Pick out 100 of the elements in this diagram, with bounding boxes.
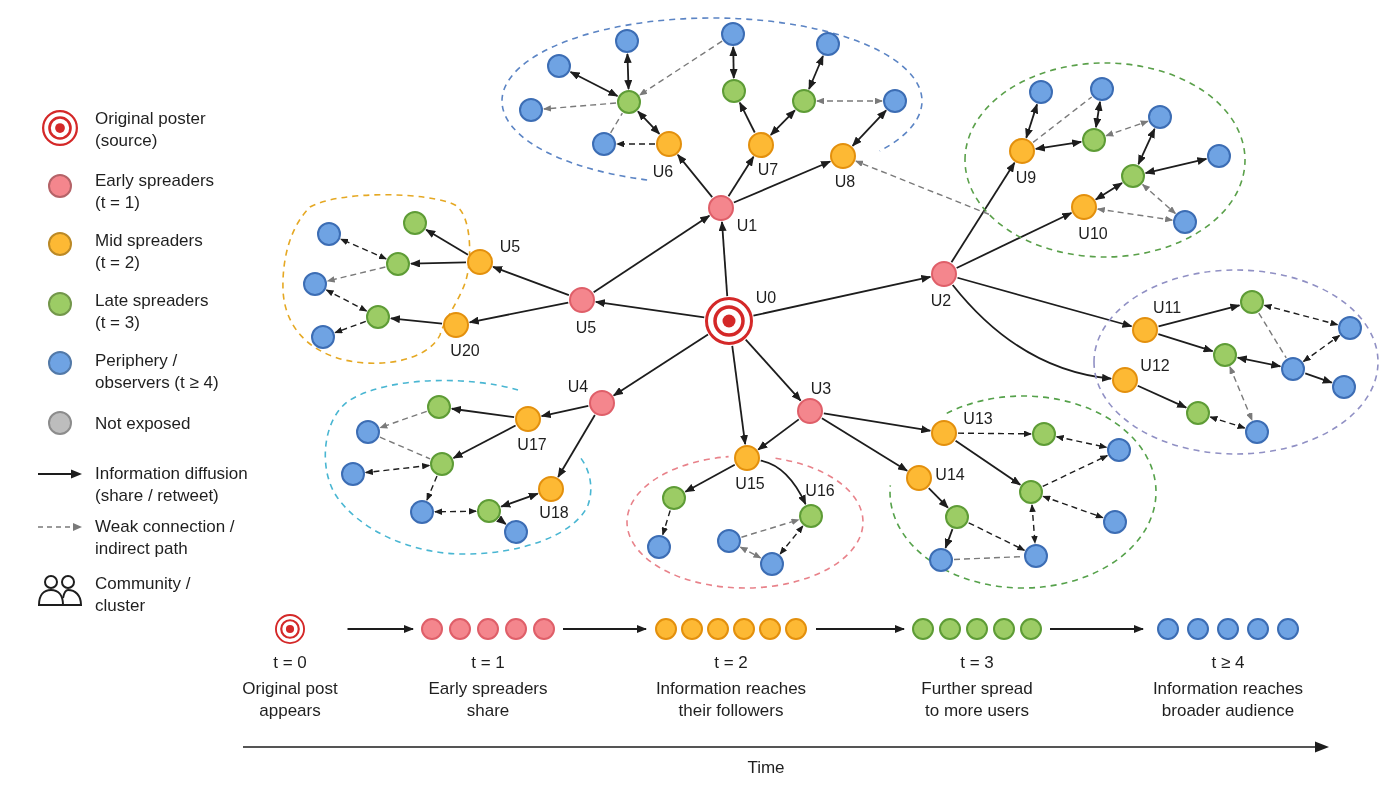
arrow (379, 410, 428, 429)
user-node (477, 499, 501, 523)
user-node (366, 305, 390, 329)
user-node (1121, 164, 1145, 188)
arrow (779, 525, 804, 555)
user-node (647, 535, 671, 559)
user-node (734, 445, 760, 471)
arrow (1304, 372, 1333, 384)
arrow (738, 101, 756, 134)
legend-label: Early spreaders (t = 1) (95, 170, 216, 214)
user-node (1173, 210, 1197, 234)
node-label: U4 (567, 378, 589, 396)
user-node (427, 395, 451, 419)
user-node (519, 98, 543, 122)
user-node (1186, 401, 1210, 425)
arrow (954, 439, 1022, 486)
node-label: U5 (499, 238, 521, 256)
user-node (906, 465, 932, 491)
user-node (1082, 128, 1106, 152)
arrow (815, 625, 905, 633)
user-node (1107, 438, 1131, 462)
arrow (1025, 103, 1039, 139)
node-label: U6 (652, 163, 674, 181)
user-node (1148, 105, 1172, 129)
legend-label: Periphery / observers (t ≥ 4) (95, 350, 220, 394)
user-node (303, 272, 327, 296)
user-node (443, 312, 469, 338)
arrow (967, 522, 1026, 551)
bullseye-node (705, 297, 753, 345)
arrow (1055, 435, 1108, 449)
community-outline (323, 379, 593, 556)
user-node (617, 90, 641, 114)
arrow (769, 109, 796, 136)
arrow (1029, 503, 1038, 545)
legend-label: Mid spreaders (t = 2) (95, 230, 204, 274)
user-node (1132, 317, 1158, 343)
user-node (1071, 194, 1097, 220)
node-label: U20 (450, 342, 480, 360)
stage-description: Information reaches broader audience (1151, 678, 1305, 722)
time-step-label: t ≥ 4 (1211, 652, 1245, 674)
arrow (1137, 127, 1156, 166)
user-node (1112, 367, 1138, 393)
arrow (468, 301, 570, 325)
arrow (639, 40, 723, 96)
node-label: U12 (1140, 357, 1170, 375)
node-label: U14 (935, 466, 965, 484)
user-node (1024, 544, 1048, 568)
time-step-label: t = 3 (960, 652, 994, 674)
node-label: U10 (1078, 225, 1108, 243)
arrow (740, 518, 800, 538)
user-node (799, 504, 823, 528)
user-node (592, 132, 616, 156)
arrow (957, 430, 1032, 438)
user-node (1103, 510, 1127, 534)
node-label: U2 (930, 292, 952, 310)
community-outline (889, 395, 1157, 589)
arrow (739, 546, 762, 559)
arrow (752, 275, 932, 317)
user-node (792, 89, 816, 113)
arrow (733, 160, 832, 204)
user-node (386, 252, 410, 276)
user-node (797, 398, 823, 424)
user-node (1338, 316, 1362, 340)
user-node (1207, 144, 1231, 168)
user-node (467, 249, 493, 275)
arrow (364, 463, 431, 475)
arrow (500, 492, 539, 508)
arrow (1142, 183, 1176, 215)
user-node (708, 195, 734, 221)
node-label: U13 (963, 410, 993, 428)
arrow (927, 487, 949, 509)
time-step-label: t = 0 (273, 652, 307, 674)
arrow (325, 289, 368, 312)
arrow (684, 463, 736, 493)
user-node (830, 143, 856, 169)
arrow (637, 110, 661, 135)
arrow (540, 405, 590, 419)
arrow (822, 412, 932, 434)
arrow (1093, 100, 1103, 129)
stage-description: Original post appears (241, 678, 339, 722)
stage-description: Further spread to more users (920, 678, 1034, 722)
arrow (434, 508, 477, 515)
user-node (760, 552, 784, 576)
user-node (722, 79, 746, 103)
arrow (661, 509, 671, 536)
user-node (504, 520, 528, 544)
arrow (759, 459, 807, 506)
user-node (538, 476, 564, 502)
node-label: U16 (805, 482, 835, 500)
arrow (951, 284, 1113, 382)
arrow (816, 97, 883, 105)
arrow (426, 475, 438, 501)
user-node (515, 406, 541, 432)
user-node (656, 131, 682, 157)
arrow (851, 109, 887, 147)
user-node (410, 500, 434, 524)
arrow (569, 71, 619, 97)
arrow (1209, 416, 1246, 429)
legend-label: Not exposed (95, 413, 192, 435)
node-label: U0 (755, 289, 777, 307)
